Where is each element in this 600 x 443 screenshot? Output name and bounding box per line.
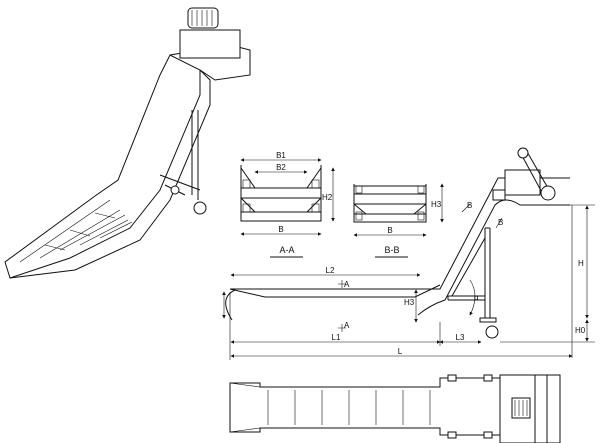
motor-plan <box>511 397 531 419</box>
dim-l: L <box>398 347 403 356</box>
drive-sprocket <box>540 185 556 201</box>
dim-b2: B2 <box>276 163 286 172</box>
section-mark-b-upper: B <box>467 201 472 210</box>
dim-h3-bb: H3 <box>431 200 442 209</box>
dim-l3: L3 <box>456 333 465 342</box>
gear-box <box>179 29 241 59</box>
dim-b1: B1 <box>276 151 286 160</box>
section-title-b-b: B-B <box>384 245 399 255</box>
section-title-a-a: A-A <box>279 245 294 255</box>
dim-b-aa: B <box>278 225 283 234</box>
side-view: α A A B B L2 H3 L1 L3 L H H0 <box>222 147 595 360</box>
section-mark-a-bottom: A <box>344 321 350 330</box>
dim-l1: L1 <box>332 333 341 342</box>
dim-b-bb: B <box>387 226 392 235</box>
section-mark-b-lower: B <box>498 218 503 227</box>
plan-view <box>229 374 561 443</box>
section-a-a: B1 B2 H2 B A-A <box>240 151 335 258</box>
dim-h: H <box>578 259 584 268</box>
section-b-b: H3 B B-B <box>353 183 444 258</box>
dim-l2: L2 <box>326 266 335 275</box>
caster-wheel <box>193 201 207 215</box>
motor <box>187 7 219 29</box>
dim-h2: H2 <box>322 193 333 202</box>
dim-h0: H0 <box>575 326 586 335</box>
section-mark-a-top: A <box>344 280 350 289</box>
dim-h3-side: H3 <box>404 298 415 307</box>
drive-unit <box>504 169 541 196</box>
isometric-conveyor-view <box>4 7 251 279</box>
caster-wheel-side <box>485 325 499 339</box>
angle-alpha: α <box>474 293 479 302</box>
